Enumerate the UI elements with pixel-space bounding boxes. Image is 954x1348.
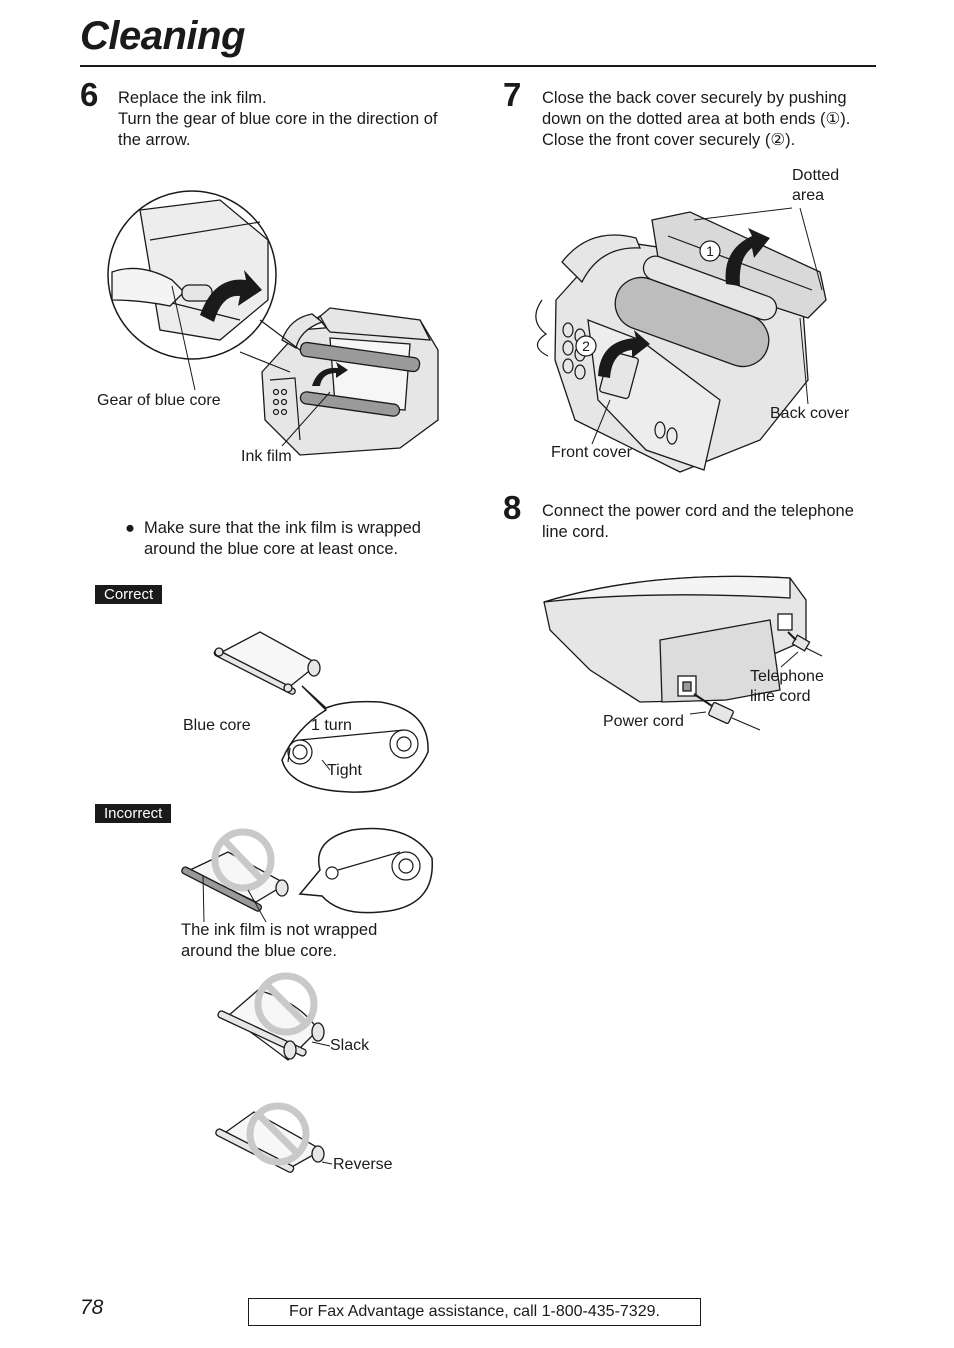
label-telephone-line-2: line cord [750, 688, 811, 705]
bullet-line-1: Make sure that the ink film is wrapped [144, 519, 421, 537]
step-6-line-1: Replace the ink film. [118, 89, 267, 107]
assistance-footer: For Fax Advantage assistance, call 1-800… [248, 1298, 701, 1326]
step-8-text: Connect the power cord and the telephone… [542, 501, 854, 543]
label-gear-of-blue-core: Gear of blue core [97, 392, 221, 409]
incorrect-tag: Incorrect [95, 804, 172, 823]
title-rule [80, 65, 876, 67]
step-7-text: Close the back cover securely by pushing… [542, 88, 850, 151]
step-7-line-2: down on the dotted area at both ends (①)… [542, 110, 851, 128]
prohibited-icon-reverse [246, 1102, 310, 1166]
step-6-line-3: the arrow. [118, 131, 191, 149]
label-dotted-area: Dotted area [792, 166, 839, 206]
page-title: Cleaning [80, 14, 245, 58]
label-tight: Tight [327, 762, 362, 779]
label-front-cover: Front cover [551, 444, 632, 461]
label-one-turn: 1 turn [311, 717, 352, 734]
marker-1: 1 [706, 243, 714, 259]
label-dotted-area-line-2: area [792, 187, 825, 204]
step-6-number: 6 [80, 76, 99, 113]
step-7-number: 7 [503, 76, 522, 113]
step-8-line-1: Connect the power cord and the telephone [542, 502, 854, 520]
label-ink-film: Ink film [241, 448, 292, 465]
step-7-line-3: Close the front cover securely (②). [542, 131, 796, 149]
prohibited-icon [211, 828, 275, 892]
step-6-line-2: Turn the gear of blue core in the direct… [118, 110, 438, 128]
bullet-line-2: around the blue core at least once. [144, 540, 399, 558]
bullet-note: ● Make sure that the ink film is wrapped… [125, 518, 421, 560]
bullet-icon: ● [125, 519, 135, 537]
label-reverse: Reverse [333, 1156, 393, 1173]
incorrect-note-line-1: The ink film is not wrapped [181, 921, 378, 939]
incorrect-note: The ink film is not wrapped around the b… [181, 920, 377, 962]
label-dotted-area-line-1: Dotted [792, 167, 840, 184]
marker-2: 2 [582, 338, 590, 354]
step-7-line-1: Close the back cover securely by pushing [542, 89, 847, 107]
page-number: 78 [80, 1296, 104, 1319]
step-8-number: 8 [503, 489, 522, 526]
label-power-cord: Power cord [603, 713, 684, 730]
label-slack: Slack [330, 1037, 370, 1054]
label-back-cover: Back cover [770, 405, 850, 422]
incorrect-note-line-2: around the blue core. [181, 942, 337, 960]
label-telephone-line-cord: Telephone line cord [750, 667, 824, 707]
step-8-line-2: line cord. [542, 523, 609, 541]
correct-tag: Correct [95, 585, 163, 604]
label-blue-core: Blue core [183, 717, 251, 734]
label-telephone-line-1: Telephone [750, 668, 824, 685]
step-6-text: Replace the ink film. Turn the gear of b… [118, 88, 438, 151]
prohibited-icon-slack [254, 972, 318, 1036]
